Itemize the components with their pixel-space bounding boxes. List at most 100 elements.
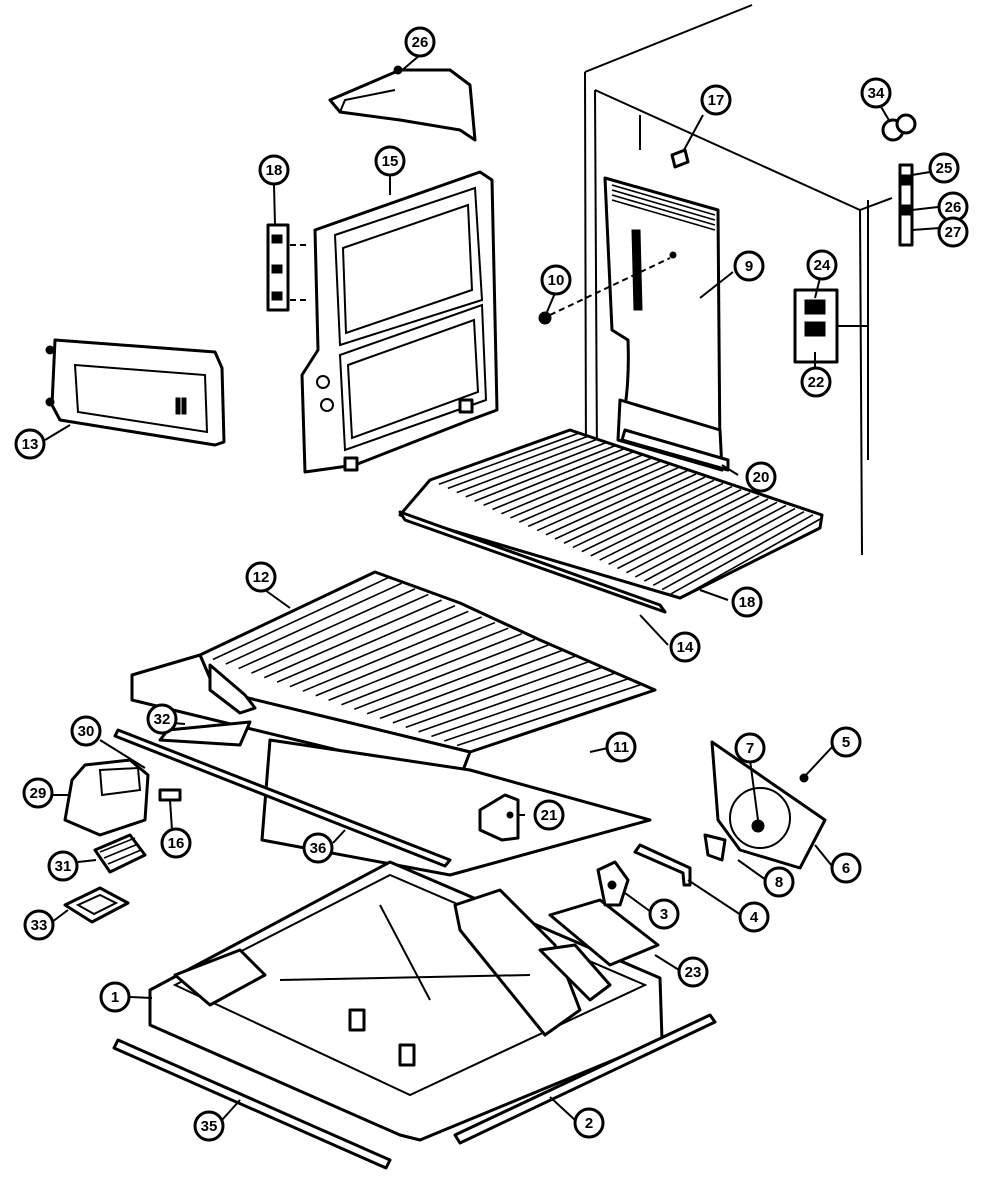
part-11-sheet [260,738,652,877]
part-2-trim [453,1013,717,1145]
part-5-screw [799,773,809,783]
callout-number: 6 [842,860,850,877]
part-10-screw [538,257,671,325]
callout-c30: 30 [70,715,102,747]
callout-number: 35 [201,1118,218,1135]
callout-number: 18 [739,594,756,611]
callout-number: 23 [685,964,702,981]
callout-c9: 9 [733,250,765,282]
part-29-bin [63,758,150,837]
part-25-switch [898,163,914,247]
callout-number: 30 [78,723,95,740]
part-17-plug [670,148,690,169]
callout-number: 26 [945,199,962,216]
callout-number: 13 [22,436,39,453]
callout-c1: 1 [99,981,131,1013]
callout-circle [830,726,862,758]
callout-number: 25 [936,160,953,177]
part-9-duct [603,176,730,472]
callout-circle [14,428,46,460]
callout-c27: 27 [937,216,969,248]
callout-circle [734,732,766,764]
callout-c20: 20 [745,461,777,493]
callout-number: 20 [753,469,770,486]
callout-circle [99,981,131,1013]
callout-circle [146,703,178,735]
callout-circle [22,777,54,809]
callout-c24: 24 [806,249,838,281]
callout-c6: 6 [830,852,862,884]
callout-number: 9 [745,258,753,275]
callout-circle [800,366,832,398]
callout-circle [745,461,777,493]
cabinet-liner [584,4,893,556]
callout-circle [23,909,55,941]
callout-c33: 33 [23,909,55,941]
part-23-cover [548,898,660,967]
callout-number: 2 [585,1115,593,1132]
callout-c34: 34 [860,77,892,109]
callout-circle [374,145,406,177]
callout-c13: 13 [14,428,46,460]
callout-circle [928,152,960,184]
callout-number: 12 [253,569,270,586]
callout-c25: 25 [928,152,960,184]
callout-c16: 16 [160,827,192,859]
part-12-shelf [130,570,657,832]
callout-number: 29 [30,785,47,802]
callout-number: 22 [808,374,825,391]
callout-number: 14 [677,639,694,656]
callout-c3: 3 [648,898,680,930]
part-24-control [793,200,869,460]
callout-c18b: 18 [731,586,763,618]
callout-circle [648,898,680,930]
callout-circle [830,852,862,884]
callout-circle [70,715,102,747]
callout-number: 34 [868,85,885,102]
part-18-bracket [266,223,310,312]
part-6-fan-bracket [710,740,827,870]
part-34-bulb [881,113,917,142]
callout-number: 5 [842,734,850,751]
part-36-strip [113,720,452,868]
callout-number: 8 [775,874,783,891]
callout-circle [860,77,892,109]
callout-c26a: 26 [404,26,436,58]
callout-circle [731,586,763,618]
callout-number: 36 [310,840,327,857]
callout-circle [47,850,79,882]
part-4-rod [633,843,692,887]
part-31-filter [93,833,147,874]
callout-circle [573,1107,605,1139]
callout-c11: 11 [605,731,637,763]
callout-c36: 36 [302,832,334,864]
callout-number: 26 [412,34,429,51]
part-15-frame [300,170,499,474]
part-21-bracket [478,793,520,842]
part-16-clip [158,788,182,802]
callout-circle [669,631,701,663]
callout-circle [605,731,637,763]
callout-c31: 31 [47,850,79,882]
callout-circle [937,216,969,248]
callout-c29: 29 [22,777,54,809]
callout-c2: 2 [573,1107,605,1139]
callout-c12: 12 [245,561,277,593]
callout-number: 10 [548,272,565,289]
callout-number: 16 [168,835,185,852]
callout-number: 31 [55,858,72,875]
callout-number: 4 [750,909,759,926]
callout-circle [193,1110,225,1142]
callout-c8: 8 [763,866,795,898]
callout-c26b: 26 [937,191,969,223]
callout-circle [700,84,732,116]
callout-c15: 15 [374,145,406,177]
part-19-wire-shelf [398,428,824,614]
callout-circle [302,832,334,864]
callout-number: 33 [31,917,48,934]
callout-circle [733,250,765,282]
callout-c32: 32 [146,703,178,735]
callout-c17: 17 [700,84,732,116]
part-26-cover [328,65,477,142]
